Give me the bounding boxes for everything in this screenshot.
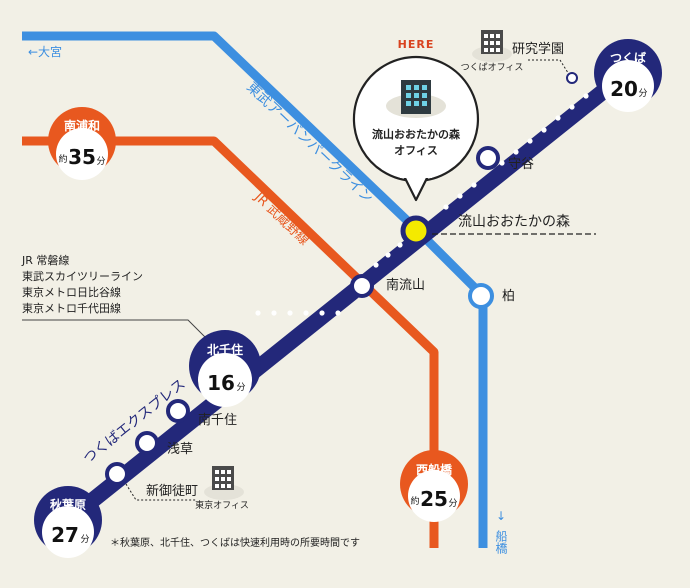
station-asakusa[interactable] (135, 431, 159, 455)
badge-tsukuba-time: 20 (610, 77, 638, 101)
tsukuba-office-label: つくばオフィス (461, 62, 524, 73)
tobu-dir-arrow: ↓ (496, 509, 506, 523)
badge-akihabara-unit: 分 (80, 534, 89, 545)
transfer-lines-list: JR 常磐線 東武スカイツリーライン 東京メトロ日比谷線 東京メトロ千代田線 (21, 253, 143, 315)
station-label-kashiwa: 柏 (502, 289, 515, 304)
badge-kita-senju-time: 16 (207, 371, 235, 395)
transfer-connector (22, 319, 213, 345)
station-nagareyama-otakanomori[interactable] (400, 215, 432, 247)
station-label-minami-senju: 南千住 (198, 412, 237, 428)
badge-tsukuba-name: つくば (610, 50, 646, 65)
svg-text:東京メトロ日比谷線: 東京メトロ日比谷線 (22, 285, 121, 299)
badge-nishi-funabashi-unit: 分 (448, 498, 457, 509)
office-building-icon (401, 80, 431, 114)
station-minami-senju[interactable] (166, 399, 190, 423)
badge-minami-urawa-unit: 分 (96, 156, 105, 167)
station-label-shin-okachimachi: 新御徒町 (146, 483, 198, 499)
station-label-moriya: 守谷 (508, 157, 534, 172)
badge-nishi-funabashi-time: 25 (420, 487, 448, 511)
badge-nishi-funabashi-name: 西船橋 (416, 462, 453, 477)
badge-minami-urawa-name: 南浦和 (64, 118, 100, 133)
tobu-dir-funabashi: 船橋 (494, 530, 508, 555)
here-callout-bubble (352, 55, 480, 183)
station-label-minami-nagareyama: 南流山 (386, 277, 425, 293)
station-label-asakusa: 浅草 (167, 442, 193, 457)
station-label-kenkyu-gakuen: 研究学園 (512, 41, 564, 57)
svg-text:東京メトロ千代田線: 東京メトロ千代田線 (22, 301, 121, 315)
office-building-icon (481, 30, 503, 54)
office-building-icon (212, 466, 234, 490)
station-minami-nagareyama[interactable] (350, 274, 374, 298)
station-kenkyu-gakuen[interactable] (566, 72, 578, 84)
tobu-dir-omiya: ←大宮 (28, 44, 62, 59)
jr-line-name: JR 武蔵野線 (251, 189, 313, 249)
badge-kita-senju[interactable]: 北千住 16 分 (189, 330, 261, 407)
tokyo-office-label: 東京オフィス (195, 499, 249, 511)
footnote: ＊秋葉原、北千住、つくばは快速利用時の所要時間です (110, 536, 360, 549)
badge-tsukuba[interactable]: つくば 20 分 (594, 39, 662, 112)
tx-line (60, 62, 638, 528)
badge-tsukuba-unit: 分 (638, 88, 647, 99)
here-office-name: 流山おおたかの森 (372, 127, 461, 141)
badge-akihabara[interactable]: 秋葉原 27 分 (34, 486, 102, 558)
tx-dots (255, 93, 589, 316)
badge-kita-senju-unit: 分 (236, 382, 245, 393)
station-label-nagareyama-otakanomori: 流山おおたかの森 (458, 214, 570, 230)
here-callout-pointer (402, 174, 430, 202)
badge-nishi-funabashi[interactable]: 西船橋 約 25 分 (400, 450, 468, 522)
badge-nishi-funabashi-prefix: 約 (410, 495, 419, 507)
badge-akihabara-time: 27 (51, 523, 79, 547)
badge-akihabara-name: 秋葉原 (50, 497, 86, 512)
here-office-sub: オフィス (394, 144, 438, 157)
station-moriya[interactable] (476, 146, 500, 170)
svg-text:東武スカイツリーライン: 東武スカイツリーライン (22, 270, 143, 283)
badge-minami-urawa-prefix: 約 (58, 153, 67, 165)
badge-kita-senju-name: 北千住 (207, 342, 243, 357)
badge-minami-urawa-time: 35 (68, 145, 96, 169)
here-label: HERE (398, 38, 435, 51)
kenkyu-gakuen-connector (528, 59, 571, 77)
station-shin-okachimachi[interactable] (105, 462, 129, 486)
badge-minami-urawa[interactable]: 南浦和 約 35 分 (48, 107, 116, 180)
station-kashiwa[interactable] (468, 283, 494, 309)
svg-text:JR 常磐線: JR 常磐線 (21, 253, 69, 267)
